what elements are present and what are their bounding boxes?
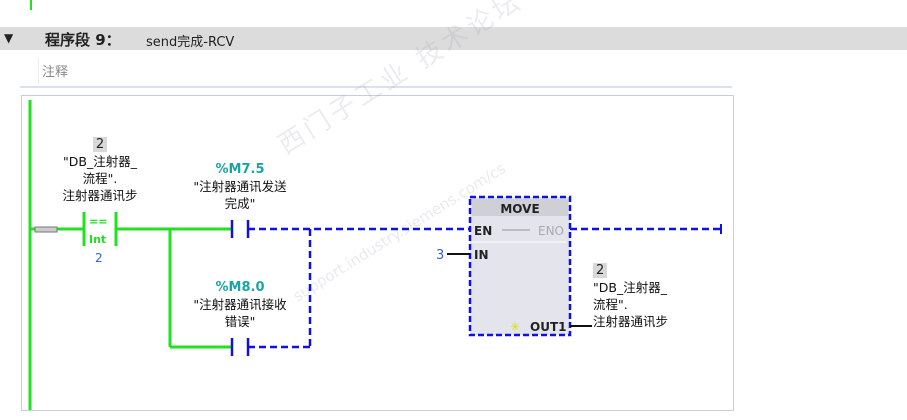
en-pin: EN (474, 224, 492, 238)
add-output-star-icon: ✳ (510, 320, 520, 334)
network-header[interactable] (0, 27, 907, 50)
network-title: 程序段 9： (45, 31, 121, 49)
network-name[interactable]: send完成-RCV (146, 35, 235, 50)
contact-m80-operand[interactable]: %M8.0 "注射器通讯接收 错误" (193, 280, 287, 329)
compare-value: 2 (95, 251, 103, 265)
compare-type: Int (89, 233, 106, 246)
rung-start-marker (34, 226, 58, 233)
move-box[interactable] (470, 197, 570, 335)
contact-m75-operand[interactable]: %M7.5 "注射器通讯发送 完成" (193, 162, 287, 211)
in-pin: IN (474, 248, 489, 262)
eno-pin: ENO (538, 224, 564, 238)
divider (20, 86, 732, 88)
move-out-operand[interactable]: 2 "DB_注射器_ 流程". 注射器通讯步 (593, 263, 669, 329)
compare-operator: == (89, 215, 107, 228)
move-title: MOVE (500, 202, 539, 216)
collapse-triangle-icon[interactable]: ▼ (4, 31, 14, 45)
ladder-network (21, 95, 734, 411)
compare-operand[interactable]: 2 "DB_注射器_ 流程". 注射器通讯步 (62, 137, 138, 203)
comment-field[interactable] (38, 58, 731, 85)
in-value: 3 (436, 248, 444, 263)
power-rail-top (30, 0, 32, 10)
comment-placeholder: 注释 (42, 65, 69, 80)
out1-pin: OUT1 (530, 320, 566, 334)
operand-value: 2 (92, 137, 108, 152)
